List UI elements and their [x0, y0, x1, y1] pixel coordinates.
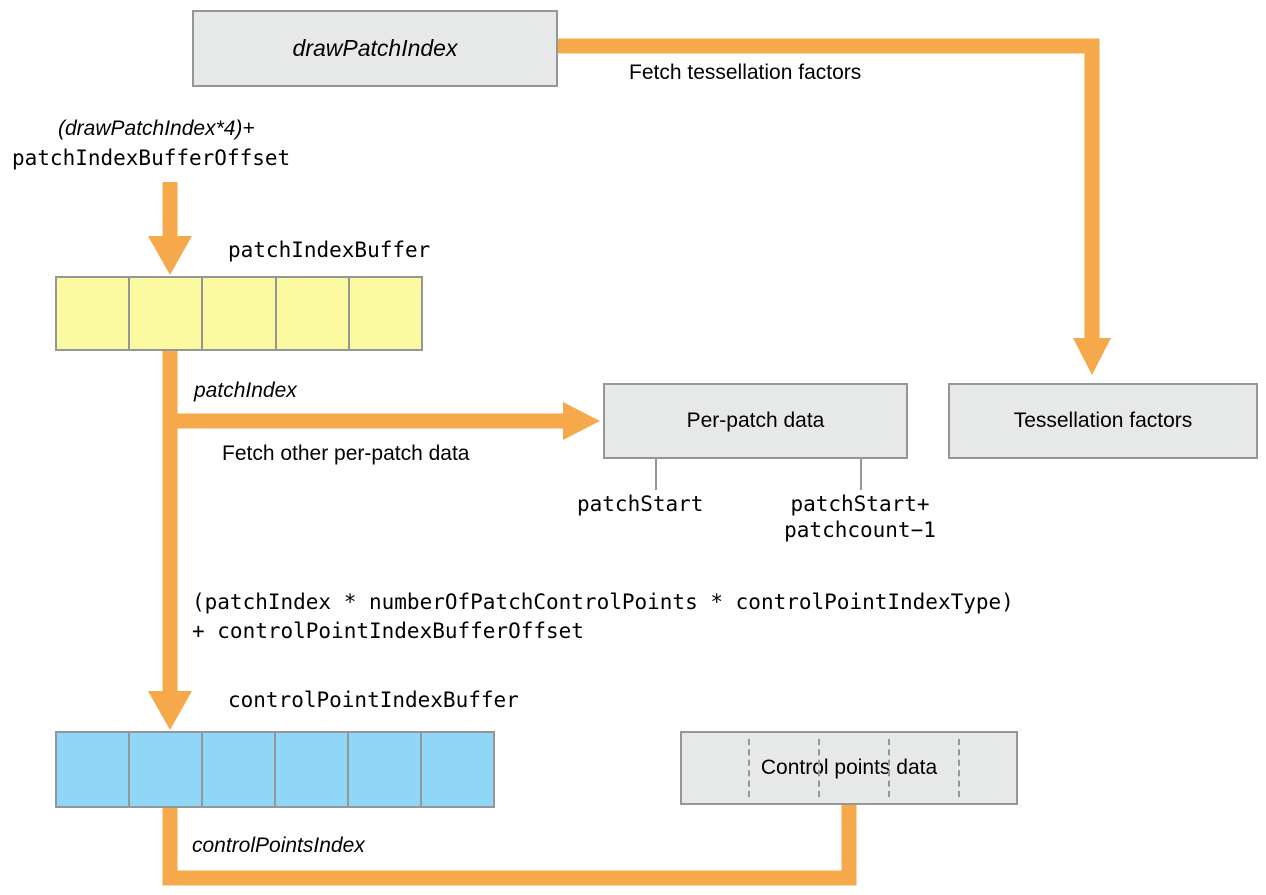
node-draw-patch-index[interactable]: drawPatchIndex [192, 10, 558, 87]
node-draw-patch-index-label: drawPatchIndex [292, 34, 458, 61]
edge-offset-to-patch-index-buffer [148, 182, 192, 275]
buffer-cell[interactable] [349, 733, 422, 806]
edge-draw-patch-index-to-tessellation-factors [558, 38, 1111, 375]
expression-control-point-offset-line1: (patchIndex * numberOfPatchControlPoints… [192, 590, 1014, 614]
node-control-points-data[interactable]: Control points data [680, 731, 1018, 805]
tick-patch-end [860, 459, 862, 490]
edge-label-patch-index: patchIndex [194, 379, 297, 402]
buffer-cell[interactable] [57, 733, 130, 806]
edge-label-fetch-tessellation-factors: Fetch tessellation factors [629, 61, 862, 84]
expression-control-point-offset-line2: + controlPointIndexBufferOffset [192, 619, 584, 643]
edge-patch-index-to-per-patch-data [170, 402, 600, 440]
label-patch-index-buffer: patchIndexBuffer [228, 238, 431, 262]
node-tessellation-factors-label: Tessellation factors [1013, 409, 1193, 433]
buffer-cell[interactable] [57, 278, 131, 349]
buffer-cell[interactable] [130, 733, 203, 806]
expression-patch-index-offset-line1: (drawPatchIndex*4)+ [58, 117, 255, 140]
buffer-cell[interactable] [349, 278, 422, 349]
segment-divider [818, 739, 820, 797]
label-control-point-index-buffer: controlPointIndexBuffer [228, 688, 519, 712]
annotation-patch-start: patchStart [577, 492, 704, 516]
buffer-cell[interactable] [276, 278, 350, 349]
node-control-points-data-label: Control points data [760, 756, 938, 780]
segment-divider [888, 739, 890, 797]
buffer-cell[interactable] [276, 733, 349, 806]
buffer-cell[interactable] [203, 733, 276, 806]
node-per-patch-data[interactable]: Per-patch data [603, 383, 908, 459]
buffer-control-point-index-buffer[interactable] [55, 731, 495, 808]
annotation-patch-end-line2: patchcount−1 [784, 518, 936, 542]
edge-label-control-points-index: controlPointsIndex [192, 834, 365, 857]
expression-patch-index-offset-line2: patchIndexBufferOffset [12, 146, 291, 170]
segment-divider [748, 739, 750, 797]
buffer-patch-index-buffer[interactable] [55, 276, 423, 351]
node-per-patch-data-label: Per-patch data [686, 409, 825, 433]
edge-patch-index-trunk [148, 350, 192, 730]
segment-divider [958, 739, 960, 797]
edge-label-fetch-other-per-patch-data: Fetch other per-patch data [222, 442, 470, 465]
buffer-cell[interactable] [130, 278, 204, 349]
node-tessellation-factors[interactable]: Tessellation factors [948, 383, 1258, 459]
tick-patch-start [655, 459, 657, 490]
buffer-cell[interactable] [203, 278, 277, 349]
buffer-cell[interactable] [422, 733, 493, 806]
annotation-patch-end-line1: patchStart+ [790, 492, 930, 516]
